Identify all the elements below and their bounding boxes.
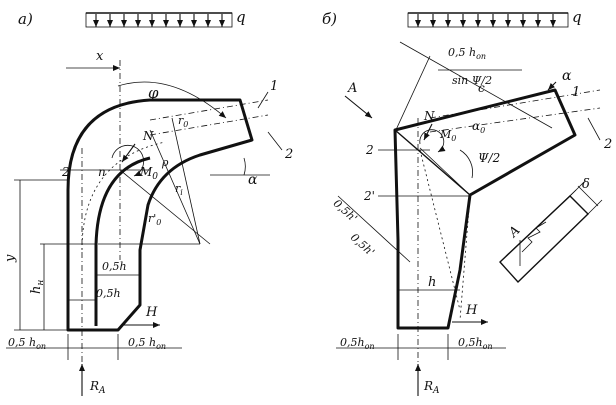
line-2-label-a: 2	[61, 165, 70, 179]
angle-alpha-label-b: α	[562, 68, 572, 84]
panel-a-label: а)	[18, 10, 33, 28]
dim-05hon-right-a: 0,5 hоп	[128, 336, 166, 351]
dim-05hon-left-a: 0,5 hоп	[8, 336, 46, 351]
line-2-left-label-b: 2	[365, 143, 374, 157]
point-c-label: c	[478, 81, 485, 95]
force-n-label-a: N	[142, 129, 154, 143]
radius-rho-label: ρ	[161, 156, 169, 169]
dim-05h-upper: 0,5h	[102, 260, 127, 273]
line-1-label-b: 1	[572, 85, 580, 100]
point-n-label: n	[98, 165, 106, 179]
distributed-load-a: q	[85, 8, 246, 28]
distributed-load-b: q	[407, 8, 582, 28]
dim-05h-lower: 0,5h	[96, 287, 121, 300]
line-2-prime-label-b: 2'	[363, 189, 375, 203]
view-a-label: A	[347, 81, 357, 96]
axis-lines-a	[60, 60, 269, 362]
dim-delta-label: δ	[582, 177, 590, 192]
radius-r0-label: r0	[178, 114, 188, 129]
dim-05hon-left-b: 0,5hоп	[340, 336, 375, 351]
dim-formula-num: 0,5 hоп	[448, 46, 486, 61]
force-n-label-b: N	[423, 109, 435, 123]
moment-m-label-b: M0	[439, 128, 456, 143]
dim-hh-label: hн	[29, 280, 46, 294]
force-h-label-a: H	[145, 305, 158, 320]
angle-alpha-label-a: α	[248, 172, 258, 188]
radius-ri-label: ri	[175, 182, 183, 197]
radius-r-prime-label: r'0	[148, 212, 161, 227]
line-1-label-a: 1	[270, 79, 278, 94]
angle-phi-label: φ	[148, 84, 159, 102]
angle-alpha0-label: α0	[472, 119, 485, 135]
panel-a: а) q	[3, 8, 293, 396]
dim-h-label-b: h	[428, 275, 436, 290]
moment-m-label-a: M0	[139, 165, 158, 182]
curved-knee-outline	[66, 98, 254, 332]
panel-b: б) q A 0,5 hоп sin Ψ/2	[322, 8, 612, 396]
angle-psi2-label: Ψ/2	[478, 151, 500, 165]
dim-x-label: x	[96, 49, 104, 64]
section-a-a: A δ	[499, 177, 603, 284]
force-ra-label-b: RA	[423, 379, 440, 396]
section-a-label: A	[506, 223, 524, 241]
dim-formula-den: sin Ψ/2	[452, 74, 492, 87]
force-ra-label-a: RA	[89, 379, 106, 396]
line-2b-label-a: 2	[284, 147, 293, 162]
force-h-label-b: H	[465, 303, 478, 318]
load-q-label-b: q	[572, 8, 582, 26]
dim-y-label: y	[3, 254, 18, 263]
panel-b-label: б)	[322, 10, 337, 28]
load-q-label-a: q	[236, 8, 246, 26]
line-2-right-label-b: 2	[603, 137, 612, 152]
dim-05h-prime-1: 0,5h'	[331, 197, 360, 225]
angular-knee-outline	[393, 88, 577, 330]
dim-05h-prime-2: 0,5h'	[348, 231, 377, 259]
dim-05hon-right-b: 0,5hоп	[458, 336, 493, 351]
